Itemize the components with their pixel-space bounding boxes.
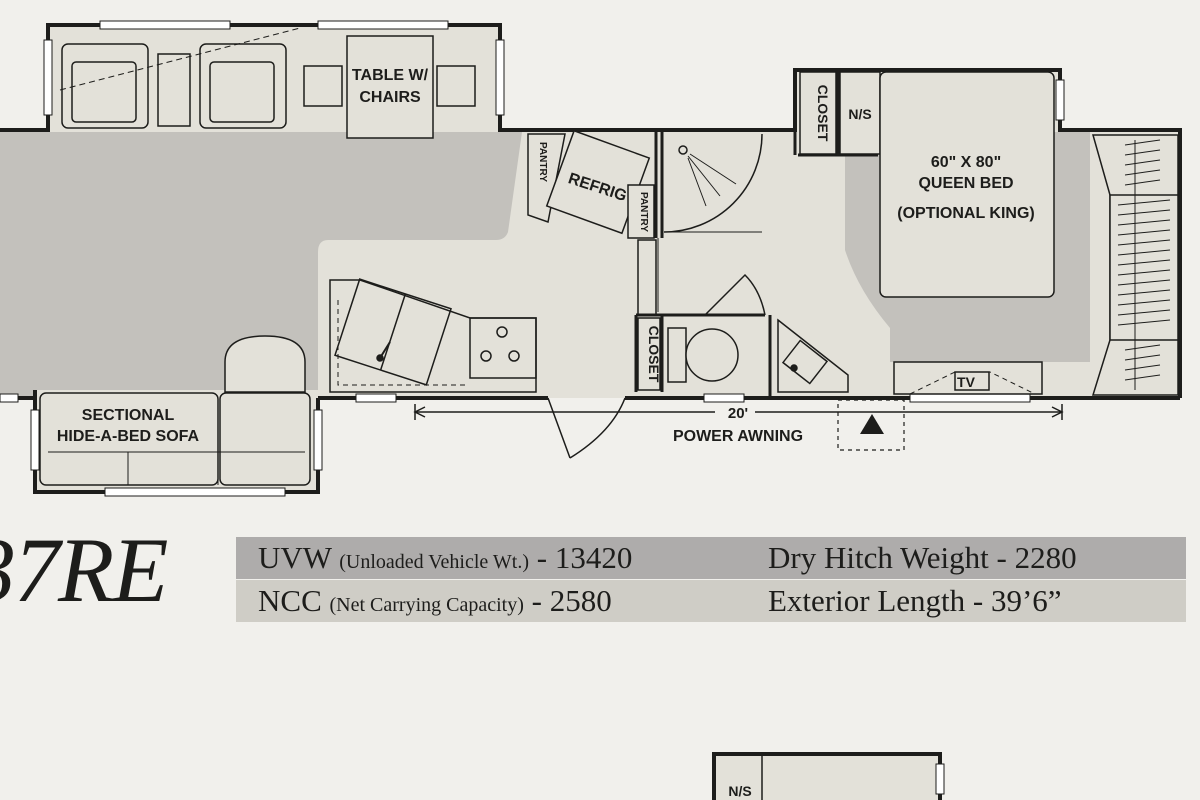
floor-plan-diagram: TABLE W/ CHAIRS PANTRY REFRIG PANTRY (0, 20, 1182, 497)
exterior-length-spec: Exterior Length - 39’6” (768, 583, 1062, 618)
ncc-spec: NCC (Net Carrying Capacity) - 2580 (258, 580, 612, 622)
ncc-value: - 2580 (531, 583, 612, 618)
entry-door (547, 397, 626, 459)
pantry-right-label: PANTRY (638, 192, 649, 232)
sofa-label-line2: HIDE-A-BED SOFA (57, 428, 200, 445)
sectional-sofa (39, 335, 311, 486)
bed-size-label: 60" X 80" (931, 154, 1001, 171)
sofa-label-line1: SECTIONAL (82, 407, 175, 424)
bedroom-closet-label: CLOSET (815, 85, 831, 142)
kitchen (329, 278, 537, 393)
bed-type-label: QUEEN BED (918, 175, 1013, 192)
awning-label: POWER AWNING (673, 428, 803, 445)
nightstand-label: N/S (848, 106, 871, 122)
awning-length-label: 20' (728, 405, 748, 422)
spec-row-capacity: NCC (Net Carrying Capacity) - 2580 Exter… (236, 580, 1186, 622)
bed-option-label: (OPTIONAL KING) (897, 205, 1034, 222)
hitch-weight-spec: Dry Hitch Weight - 2280 (768, 540, 1077, 575)
table-label-line2: CHAIRS (359, 89, 421, 106)
uvw-value: - 13420 (536, 540, 633, 575)
uvw-spec: UVW (Unloaded Vehicle Wt.) - 13420 (258, 537, 632, 579)
tv-label: TV (957, 374, 976, 390)
bathroom (637, 133, 849, 393)
refrigerator-area (527, 129, 655, 239)
partial-nightstand-label: N/S (728, 783, 751, 799)
windows (0, 20, 1065, 497)
bath-closet-label: CLOSET (646, 326, 662, 383)
bedroom (799, 71, 1179, 396)
bedroom-wardrobe-hangers (1117, 139, 1171, 381)
dinette-slideout (59, 27, 476, 139)
steps-outline (837, 399, 905, 451)
uvw-abbr: UVW (258, 540, 332, 575)
ncc-note: (Net Carrying Capacity) (329, 594, 524, 616)
entry-arrow-icon (860, 414, 884, 434)
spec-row-weights: UVW (Unloaded Vehicle Wt.) - 13420 Dry H… (236, 537, 1186, 579)
pantry-left-label: PANTRY (537, 142, 548, 182)
model-name: 37RE (0, 519, 168, 621)
table-label-line1: TABLE W/ (352, 67, 429, 84)
awning-length-backdrop (715, 404, 755, 420)
partial-floor-plan: N/S (712, 752, 945, 800)
uvw-note: (Unloaded Vehicle Wt.) (339, 551, 529, 573)
ncc-abbr: NCC (258, 583, 322, 618)
